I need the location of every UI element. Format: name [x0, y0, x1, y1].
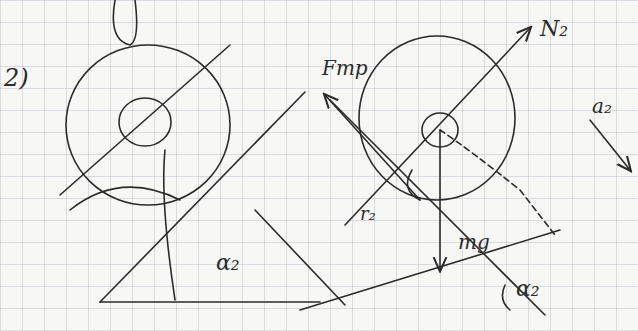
- radius-line: [60, 45, 230, 195]
- angle-arc: [408, 170, 421, 200]
- acceleration-arrow: [590, 120, 630, 170]
- gravity-arrow: [439, 130, 441, 270]
- scribble: [70, 187, 180, 210]
- thread: [164, 150, 175, 300]
- component-line: [440, 130, 555, 235]
- force-label: Fтр: [322, 58, 368, 78]
- wheel: [66, 45, 230, 205]
- force-label: r₂: [360, 205, 376, 223]
- incline: [330, 100, 545, 315]
- incline-base: [100, 301, 320, 303]
- friction-arrow: [325, 95, 420, 200]
- axle: [119, 98, 171, 146]
- incline-base: [255, 210, 345, 305]
- force-label: a₂: [592, 96, 612, 116]
- normal-force-arrow: [345, 28, 530, 225]
- force-label: mg: [458, 232, 490, 252]
- force-label: α₂: [216, 252, 240, 274]
- force-label: α₂: [516, 278, 540, 300]
- incline: [100, 92, 305, 302]
- force-label: 2): [4, 66, 29, 90]
- angle-arc: [502, 285, 510, 310]
- force-label: N₂: [540, 18, 568, 40]
- thread: [113, 0, 136, 45]
- wheel: [359, 36, 515, 200]
